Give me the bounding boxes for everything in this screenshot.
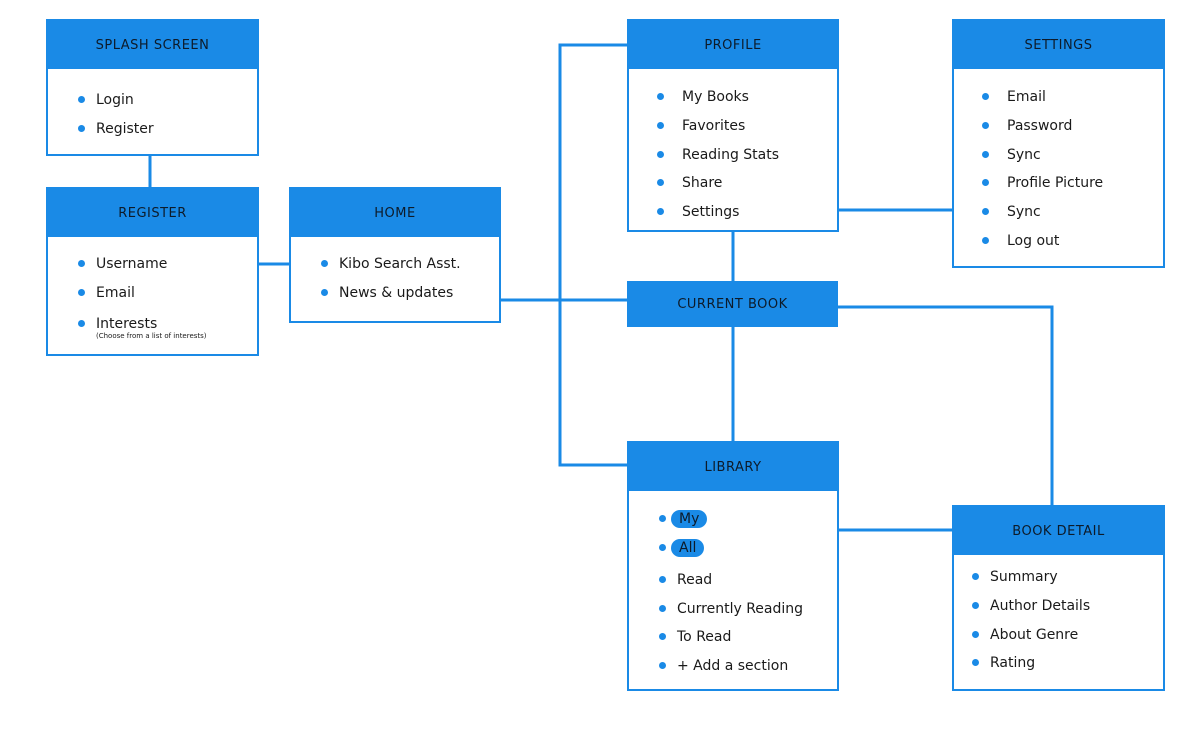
register-item-username: Username bbox=[48, 254, 257, 274]
profile-item-favorites: Favorites bbox=[629, 116, 837, 136]
settings-item-email: Email bbox=[954, 87, 1163, 107]
settings-item-log-out: Log out bbox=[954, 231, 1163, 251]
register-title: REGISTER bbox=[48, 189, 257, 237]
register-item-email: Email bbox=[48, 283, 257, 303]
splash-screen-title: SPLASH SCREEN bbox=[48, 21, 257, 69]
profile-item-share: Share bbox=[629, 173, 837, 193]
settings-item-password: Password bbox=[954, 116, 1163, 136]
home-title: HOME bbox=[291, 189, 499, 237]
settings-item-profile-picture: Profile Picture bbox=[954, 173, 1163, 193]
library-item-currently-reading: Currently Reading bbox=[629, 599, 837, 619]
profile-item-reading-stats: Reading Stats bbox=[629, 145, 837, 165]
library-item-to-read: To Read bbox=[629, 627, 837, 647]
home-item-kibo-search: Kibo Search Asst. bbox=[291, 254, 499, 274]
home-item-news: News & updates bbox=[291, 283, 499, 303]
home-node: HOME Kibo Search Asst. News & updates bbox=[289, 187, 501, 323]
library-node: LIBRARY My All Read Currently Reading To… bbox=[627, 441, 839, 691]
splash-item-login: Login bbox=[48, 90, 257, 110]
book-detail-title: BOOK DETAIL bbox=[954, 507, 1163, 555]
profile-title: PROFILE bbox=[629, 21, 837, 69]
library-item-all: All bbox=[629, 538, 837, 558]
settings-title: SETTINGS bbox=[954, 21, 1163, 69]
settings-item-sync-2: Sync bbox=[954, 202, 1163, 222]
library-pill-all: All bbox=[671, 538, 705, 557]
current-book-node: CURRENT BOOK bbox=[627, 281, 838, 327]
library-pill-my: My bbox=[671, 510, 708, 528]
book-detail-item-about-genre: About Genre bbox=[954, 625, 1163, 645]
book-detail-node: BOOK DETAIL Summary Author Details About… bbox=[952, 505, 1165, 691]
library-item-my: My bbox=[629, 509, 837, 529]
splash-item-register: Register bbox=[48, 119, 257, 139]
library-title: LIBRARY bbox=[629, 443, 837, 491]
splash-screen-node: SPLASH SCREEN Login Register bbox=[46, 19, 259, 156]
book-detail-item-summary: Summary bbox=[954, 567, 1163, 587]
register-node: REGISTER Username Email Interests (Choos… bbox=[46, 187, 259, 356]
book-detail-item-rating: Rating bbox=[954, 653, 1163, 673]
register-item-interests: Interests (Choose from a list of interes… bbox=[48, 314, 257, 340]
library-item-read: Read bbox=[629, 570, 837, 590]
profile-item-settings: Settings bbox=[629, 202, 837, 222]
interests-note: (Choose from a list of interests) bbox=[96, 331, 207, 340]
library-item-add-section: + Add a section bbox=[629, 656, 837, 676]
interests-label: Interests bbox=[96, 315, 158, 332]
book-detail-item-author-details: Author Details bbox=[954, 596, 1163, 616]
profile-node: PROFILE My Books Favorites Reading Stats… bbox=[627, 19, 839, 232]
profile-item-my-books: My Books bbox=[629, 87, 837, 107]
settings-item-sync: Sync bbox=[954, 145, 1163, 165]
settings-node: SETTINGS Email Password Sync Profile Pic… bbox=[952, 19, 1165, 268]
